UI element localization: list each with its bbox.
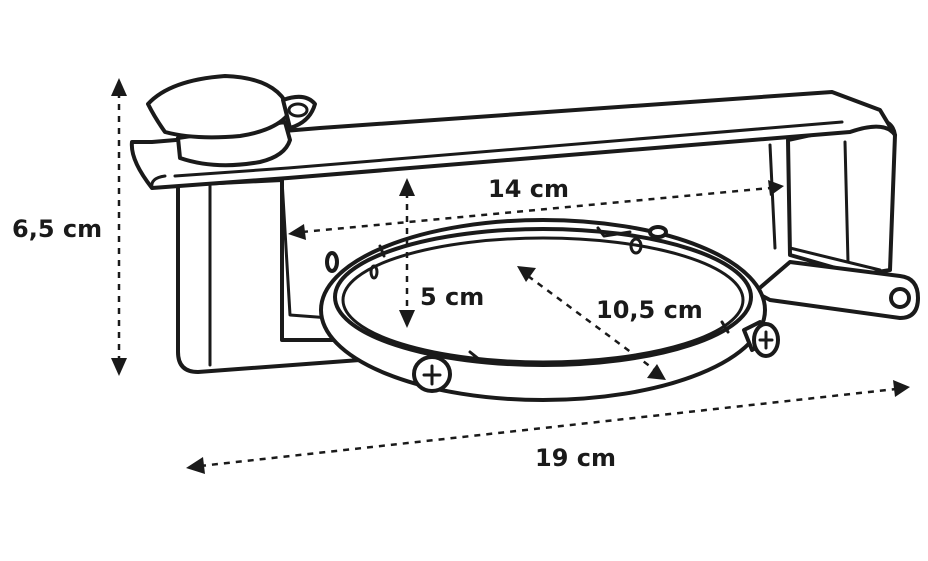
mounting-hole xyxy=(889,287,911,309)
locking-knob xyxy=(146,74,317,168)
inner-height-label: 5 cm xyxy=(420,283,484,311)
left-bracket-column xyxy=(176,178,362,374)
inner-width-label: 14 cm xyxy=(488,175,569,203)
height-label: 6,5 cm xyxy=(12,215,102,243)
holder-drawing xyxy=(129,74,920,402)
dimension-lines xyxy=(111,78,910,474)
front-screw xyxy=(412,355,452,393)
side-screw xyxy=(742,320,780,358)
total-length-label: 19 cm xyxy=(535,444,616,472)
ring-diameter-label: 10,5 cm xyxy=(596,296,703,324)
side-arm xyxy=(753,260,920,320)
